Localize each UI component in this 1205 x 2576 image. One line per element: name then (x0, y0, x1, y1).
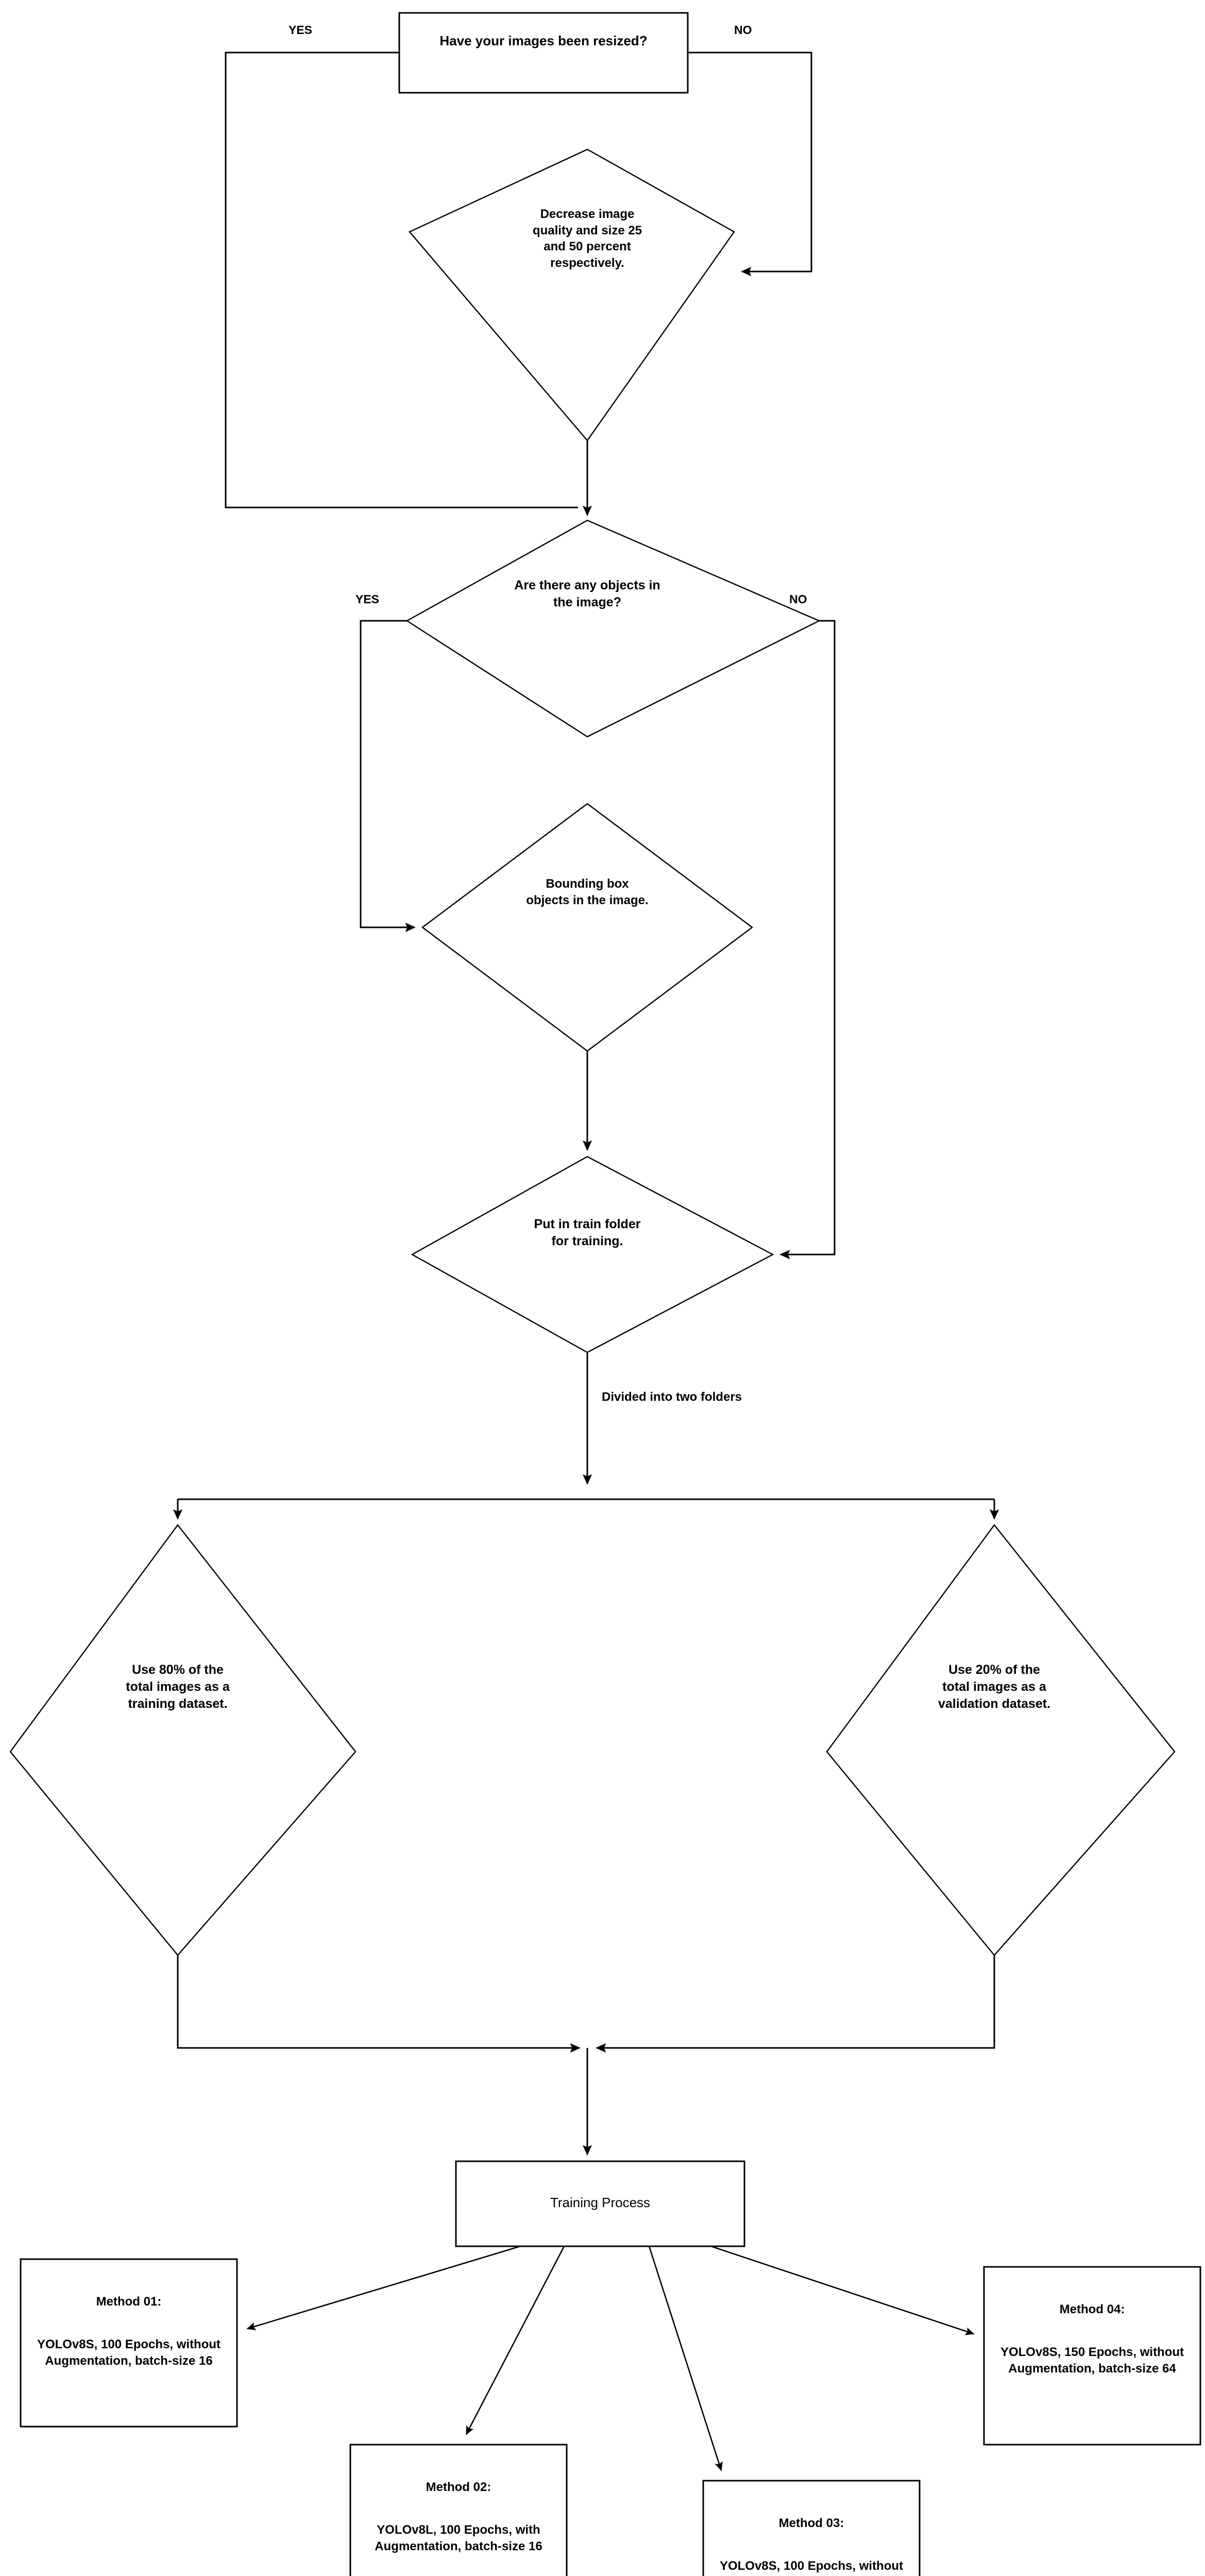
shape-validation-split (826, 1524, 1176, 1956)
shape-bounding-box (421, 803, 753, 1052)
shape-objects-question (405, 519, 821, 738)
connector-training-to-method-04 (710, 2245, 975, 2335)
shape-method-02-box (349, 2444, 568, 2576)
connector-resized-yes (225, 52, 578, 509)
connector-merge-right (596, 1955, 995, 2053)
shape-method-04-box (983, 2266, 1201, 2446)
edge-label-objects-no: NO (789, 592, 807, 606)
edge-label-divided-into-two-folders: Divided into two folders (602, 1390, 742, 1404)
shape-put-in-train (411, 1156, 774, 1353)
connector-training-to-method-03 (648, 2246, 723, 2471)
edge-label-resized-no: NO (734, 23, 752, 37)
edge-label-resized-yes: YES (288, 23, 313, 37)
connector-resized-no (688, 52, 812, 277)
connector-objects-no (779, 620, 836, 1260)
connector-merge-left (177, 1955, 581, 2053)
shape-training-split (9, 1524, 357, 1956)
connector-objects-yes (360, 620, 416, 933)
connector-training-to-method-01 (246, 2245, 521, 2330)
shape-method-01-box (20, 2258, 238, 2428)
shape-decrease-quality (409, 148, 735, 442)
connector-training-to-method-02 (465, 2246, 565, 2435)
shape-method-03-box (702, 2480, 921, 2576)
shape-training-process (455, 2160, 745, 2247)
shape-resized-question (398, 12, 689, 94)
edge-label-objects-yes: YES (355, 592, 380, 606)
